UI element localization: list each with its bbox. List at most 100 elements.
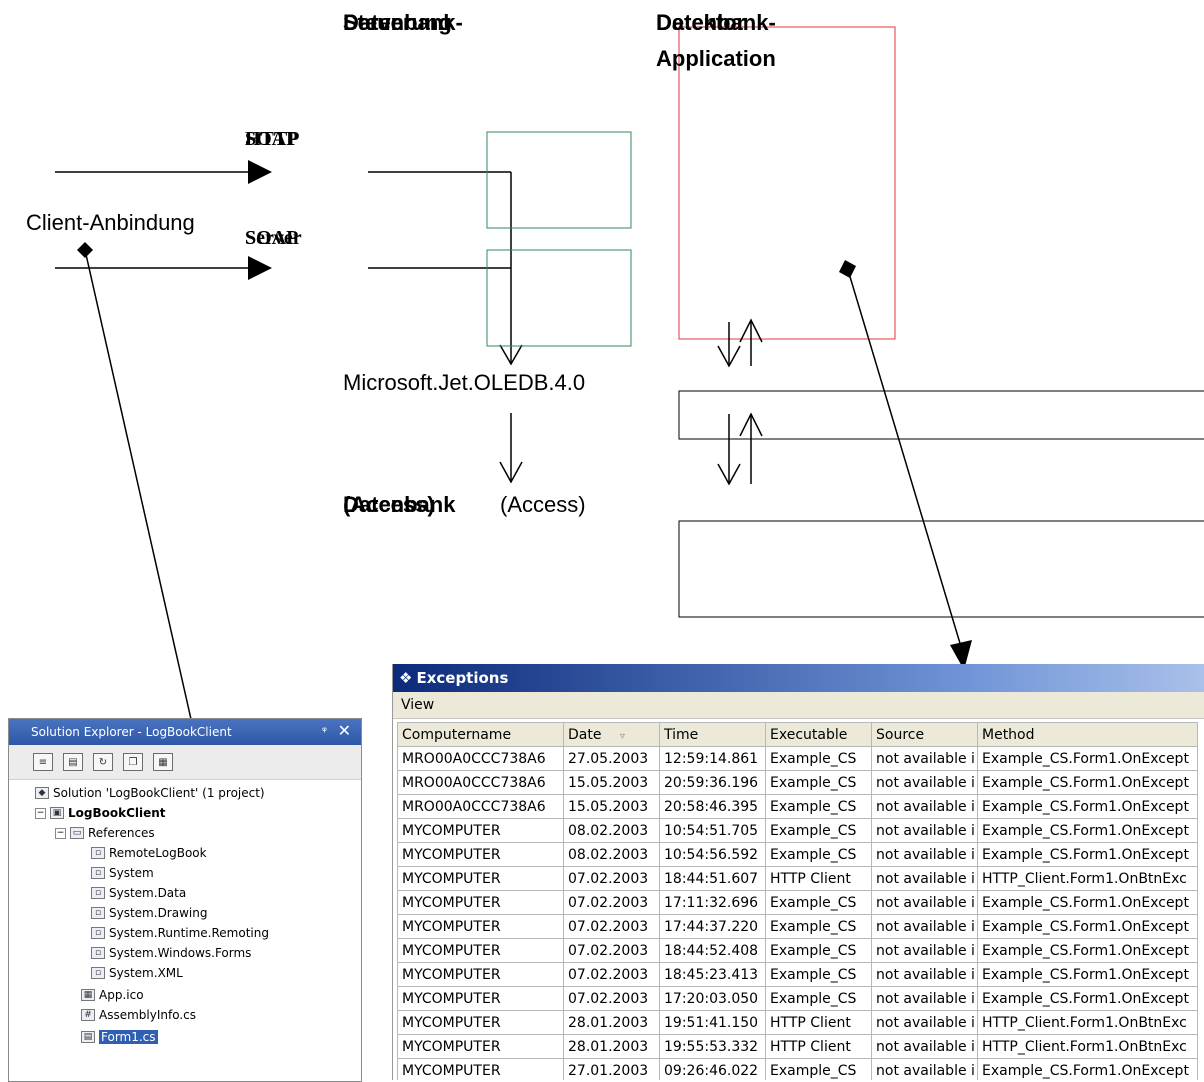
reference-icon: ▫ bbox=[91, 907, 105, 919]
table-cell: 17:44:37.220 bbox=[659, 914, 766, 939]
tree-ref-item[interactable]: ▫System.Data bbox=[91, 886, 186, 900]
table-cell: 28.01.2003 bbox=[563, 1010, 660, 1035]
tree-ref-item[interactable]: ▫System bbox=[91, 866, 154, 880]
soap-server-box-1 bbox=[486, 131, 632, 229]
view-designer-icon[interactable]: ▤ bbox=[63, 753, 83, 771]
table-cell: 10:54:51.705 bbox=[659, 818, 766, 843]
exceptions-title: Exceptions bbox=[416, 669, 509, 687]
table-cell: not available i bbox=[871, 746, 978, 771]
table-cell: not available i bbox=[871, 1034, 978, 1059]
label-datenbank-steuerung-c: Server bbox=[343, 10, 412, 35]
tree-file-item[interactable]: ▦App.ico bbox=[81, 988, 144, 1002]
label-oledb: Microsoft.Jet.OLEDB.4.0 bbox=[343, 370, 586, 395]
table-cell: MYCOMPUTER bbox=[397, 890, 564, 915]
view-code-icon[interactable]: ≡ bbox=[33, 753, 53, 771]
close-icon[interactable]: ✕ bbox=[337, 721, 351, 740]
table-cell: Example_CS bbox=[765, 914, 872, 939]
tree-project[interactable]: − ▣ LogBookClient bbox=[35, 806, 166, 820]
column-header-time[interactable]: Time bbox=[659, 722, 766, 747]
soap-arrow bbox=[55, 160, 272, 184]
table-cell: MYCOMPUTER bbox=[397, 818, 564, 843]
table-cell: MYCOMPUTER bbox=[397, 962, 564, 987]
exceptions-app-icon: ❖ bbox=[399, 669, 413, 687]
table-cell: 07.02.2003 bbox=[563, 938, 660, 963]
table-cell: 09:26:46.022 bbox=[659, 1058, 766, 1080]
pin-icon[interactable]: ᵠ bbox=[322, 724, 327, 738]
table-cell: not available i bbox=[871, 770, 978, 795]
reference-icon: ▫ bbox=[91, 887, 105, 899]
properties-icon[interactable]: ▦ bbox=[153, 753, 173, 771]
refresh-icon[interactable]: ↻ bbox=[93, 753, 113, 771]
reference-icon: ▫ bbox=[91, 927, 105, 939]
table-cell: MYCOMPUTER bbox=[397, 986, 564, 1011]
client-callout-line bbox=[77, 242, 204, 746]
tree-solution[interactable]: ◆ Solution 'LogBookClient' (1 project) bbox=[35, 786, 265, 800]
exceptions-table: Computername Date ▿ Time Executable Sour… bbox=[397, 722, 1198, 1080]
column-header-method[interactable]: Method bbox=[977, 722, 1198, 747]
column-header-source[interactable]: Source bbox=[871, 722, 978, 747]
column-header-executable[interactable]: Executable bbox=[765, 722, 872, 747]
tree-ref-item[interactable]: ▫System.Windows.Forms bbox=[91, 946, 251, 960]
table-cell: Example_CS bbox=[765, 890, 872, 915]
table-cell: Example_CS.Form1.OnExcept bbox=[977, 770, 1198, 795]
tree-ref-item[interactable]: ▫System.Drawing bbox=[91, 906, 207, 920]
column-header-date[interactable]: Date ▿ bbox=[563, 722, 660, 747]
tree-references[interactable]: − ▭ References bbox=[55, 826, 155, 840]
table-cell: not available i bbox=[871, 842, 978, 867]
label-application: Application bbox=[656, 46, 776, 71]
table-cell: MRO00A0CCC738A6 bbox=[397, 794, 564, 819]
table-cell: 08.02.2003 bbox=[563, 842, 660, 867]
tree-ref-item[interactable]: ▫RemoteLogBook bbox=[91, 846, 207, 860]
table-cell: Example_CS.Form1.OnExcept bbox=[977, 1058, 1198, 1080]
tree-file-item[interactable]: #AssemblyInfo.cs bbox=[81, 1008, 196, 1022]
table-cell: HTTP_Client.Form1.OnBtnExc bbox=[977, 1010, 1198, 1035]
table-cell: HTTP Client bbox=[765, 866, 872, 891]
table-cell: MYCOMPUTER bbox=[397, 1010, 564, 1035]
reference-icon: ▫ bbox=[91, 967, 105, 979]
table-cell: Example_CS.Form1.OnExcept bbox=[977, 986, 1198, 1011]
label-datenbank-detektor-b: Detektor bbox=[656, 10, 746, 35]
tree-file-item-selected[interactable]: ▤Form1.cs bbox=[81, 1030, 158, 1044]
detector-application-box bbox=[678, 26, 896, 340]
table-cell: 07.02.2003 bbox=[563, 986, 660, 1011]
oledb-to-db-arrow bbox=[499, 413, 523, 484]
table-cell: 07.02.2003 bbox=[563, 914, 660, 939]
exceptions-menubar: View bbox=[393, 692, 1204, 719]
collapse-icon[interactable]: − bbox=[35, 807, 46, 819]
table-cell: 15.05.2003 bbox=[563, 794, 660, 819]
column-header-computername[interactable]: Computername bbox=[397, 722, 564, 747]
tree-ref-item[interactable]: ▫System.XML bbox=[91, 966, 183, 980]
menu-view[interactable]: View bbox=[401, 697, 435, 713]
icon-file-icon: ▦ bbox=[81, 989, 95, 1001]
reference-icon: ▫ bbox=[91, 867, 105, 879]
table-cell: 28.01.2003 bbox=[563, 1034, 660, 1059]
project-icon: ▣ bbox=[50, 807, 64, 819]
table-cell: not available i bbox=[871, 986, 978, 1011]
server-to-oledb-connector bbox=[368, 171, 523, 366]
label-datenbank-detektor-a: Datenbank- bbox=[656, 10, 776, 35]
table-cell: Example_CS.Form1.OnExcept bbox=[977, 938, 1198, 963]
table-cell: 07.02.2003 bbox=[563, 962, 660, 987]
table-cell: 18:44:51.607 bbox=[659, 866, 766, 891]
tree-ref-item[interactable]: ▫System.Runtime.Remoting bbox=[91, 926, 269, 940]
show-all-files-icon[interactable]: ❐ bbox=[123, 753, 143, 771]
reference-icon: ▫ bbox=[91, 947, 105, 959]
collapse-icon[interactable]: − bbox=[55, 827, 66, 839]
solution-explorer-titlebar: Solution Explorer - LogBookClient ᵠ ✕ bbox=[9, 719, 361, 745]
bidirectional-arrow-lower bbox=[717, 412, 763, 486]
